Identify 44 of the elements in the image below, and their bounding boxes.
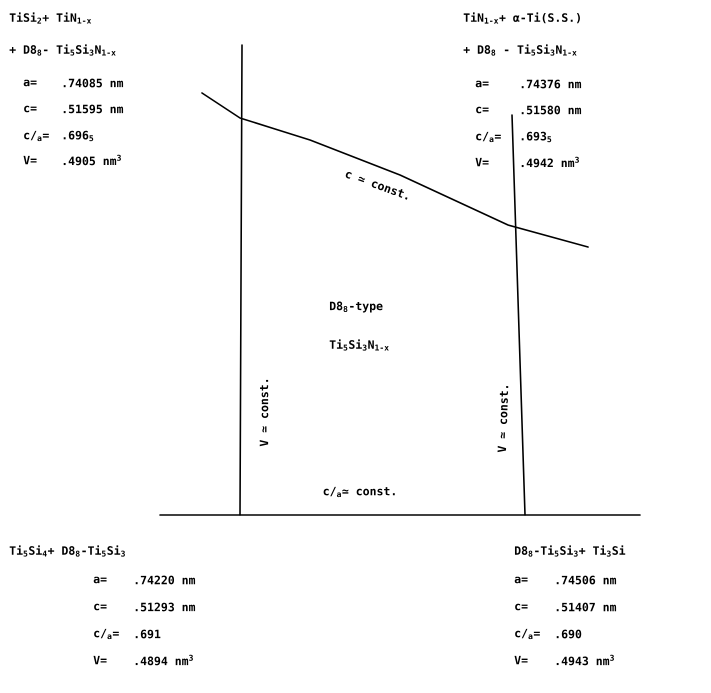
region-label: c/$_{a}$≃ const. — [324, 486, 395, 498]
region-label: D8$_{8}$-type — [330, 302, 383, 312]
lattice-parameter: c/$_{a}$= — [24, 130, 49, 142]
lattice-parameter: .691 — [136, 630, 160, 638]
lattice-parameter: a= — [476, 80, 489, 88]
lattice-parameter: .74220 nm — [136, 576, 196, 584]
lattice-parameter: c= — [94, 604, 107, 610]
lattice-parameter: .74085 nm — [64, 78, 124, 88]
region-label: V ≃ const. — [260, 380, 268, 446]
lattice-parameter: a= — [24, 80, 37, 86]
phase-label: TiSi$_{2}$+ TiN$_{1-x}$ — [10, 12, 92, 24]
lattice-parameter: a= — [514, 576, 528, 584]
lattice-parameter: c/$_{a}$= — [476, 132, 501, 142]
lattice-parameter: V= — [514, 656, 528, 664]
lattice-parameter: a= — [94, 576, 107, 584]
lattice-parameter: c= — [515, 604, 528, 610]
lattice-parameter: .4943 nm$^{3}$ — [556, 654, 614, 666]
lattice-parameter: .74376 nm — [522, 80, 582, 88]
lattice-parameter: V= — [476, 158, 489, 166]
region-label: c ≃ const. — [346, 172, 408, 200]
lattice-parameter: .74506 nm — [556, 576, 616, 584]
phase-label: TiN$_{1-x}$+ α-Ti(S.S.) — [464, 12, 580, 24]
lattice-parameter: .696$_{5}$ — [64, 130, 94, 142]
lattice-parameter: c= — [24, 106, 37, 112]
lattice-parameter: V= — [94, 656, 107, 664]
phase-label: + D8$_{8}$- Ti$_{5}$Si$_{3}$N$_{1-x}$ — [10, 44, 116, 56]
phase-label: + D8$_{8}$ - Ti$_{5}$Si$_{3}$N$_{1-x}$ — [464, 44, 577, 56]
lattice-parameter: .4905 nm$^{3}$ — [64, 154, 121, 166]
lattice-parameter: .51595 nm — [64, 104, 124, 114]
region-label: Ti$_{5}$Si$_{3}$N$_{1-x}$ — [330, 339, 389, 351]
lattice-parameter: .4894 nm$^{3}$ — [136, 654, 193, 666]
lattice-parameter: .690 — [556, 630, 582, 638]
phase-label: Ti$_{5}$Si$_{4}$+ D8$_{8}$-Ti$_{5}$Si$_{3}$ — [10, 545, 125, 557]
region-label: V ≃ const. — [498, 386, 508, 452]
lattice-parameter: .693$_{5}$ — [522, 132, 552, 142]
phase-label: D8$_{8}$-Ti$_{5}$Si$_{3}$+ Ti$_{3}$Si — [514, 545, 626, 557]
lattice-parameter: c/$_{a}$= — [94, 628, 119, 640]
lattice-parameter: c= — [476, 106, 489, 114]
lattice-parameter: c/$_{a}$= — [515, 628, 540, 640]
lattice-parameter: .51293 nm — [136, 602, 196, 612]
lattice-parameter: .4942 nm$^{3}$ — [522, 156, 579, 168]
lattice-parameter: V= — [24, 156, 37, 164]
lattice-parameter: .51580 nm — [522, 106, 582, 114]
lattice-parameter: .51407 nm — [556, 602, 616, 612]
